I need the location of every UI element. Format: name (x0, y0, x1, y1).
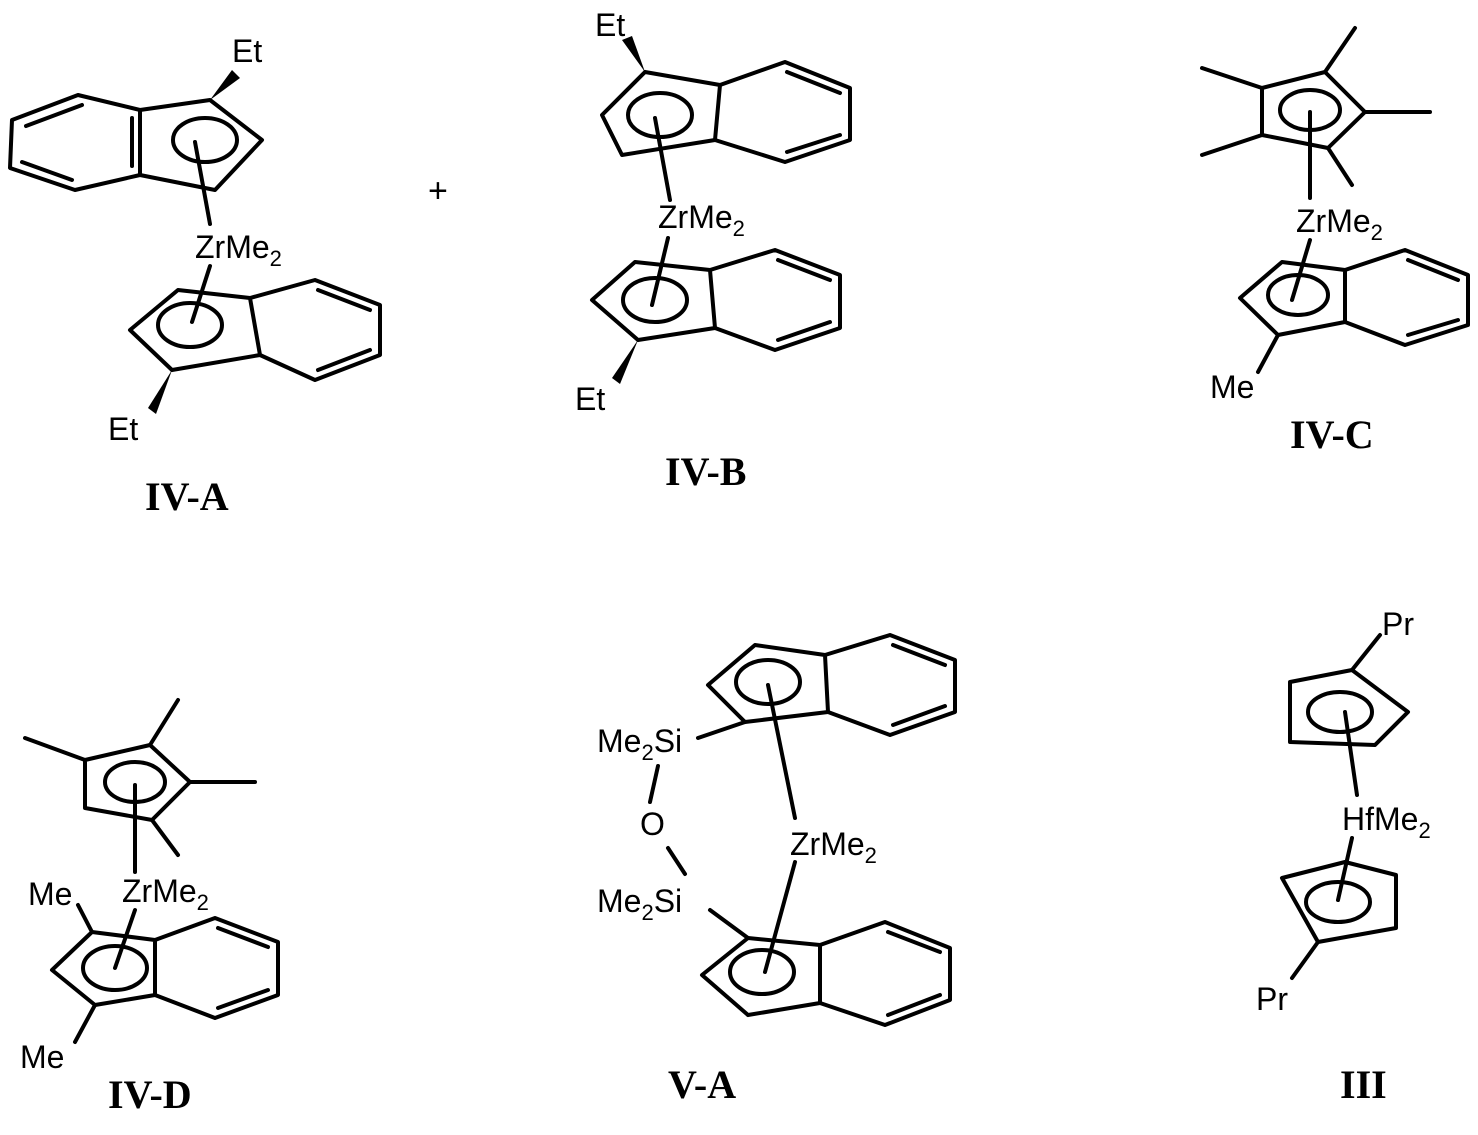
substituent-pr: Pr (1256, 981, 1288, 1017)
substituent-pr: Pr (1382, 606, 1414, 642)
substituent-et: Et (108, 411, 138, 447)
silicon-label: Me2Si (597, 883, 682, 925)
compound-label: IV-B (665, 449, 746, 494)
metal-label: HfMe2 (1342, 801, 1431, 843)
oxygen-label: O (640, 806, 665, 842)
substituent-et: Et (575, 381, 605, 417)
compound-iv-b: Et ZrMe2 Et IV-B (575, 7, 850, 494)
compound-v-a: Me2Si O Me2Si ZrMe2 V-A (597, 635, 955, 1107)
substituent-me: Me (28, 876, 72, 912)
compound-label: V-A (668, 1062, 736, 1107)
compound-iv-a: Et ZrMe2 Et IV-A (10, 33, 380, 519)
metal-label: ZrMe2 (790, 826, 877, 868)
substituent-et: Et (595, 7, 625, 43)
compound-label: IV-D (108, 1072, 192, 1117)
compound-iii: Pr HfMe2 Pr III (1256, 606, 1431, 1107)
wedge-bond (210, 70, 240, 100)
silicon-label: Me2Si (597, 723, 682, 765)
metal-label: ZrMe2 (658, 199, 745, 241)
compound-iv-c: ZrMe2 Me IV-C (1202, 28, 1468, 457)
substituent-me: Me (1210, 369, 1254, 405)
compound-label: IV-C (1290, 412, 1374, 457)
substituent-et: Et (232, 33, 262, 69)
compound-label: III (1340, 1062, 1387, 1107)
metal-label: ZrMe2 (195, 229, 282, 271)
compound-label: IV-A (145, 474, 229, 519)
plus-sign: + (428, 172, 448, 210)
substituent-me: Me (20, 1039, 64, 1075)
compound-iv-d: ZrMe2 Me Me IV-D (20, 700, 278, 1117)
